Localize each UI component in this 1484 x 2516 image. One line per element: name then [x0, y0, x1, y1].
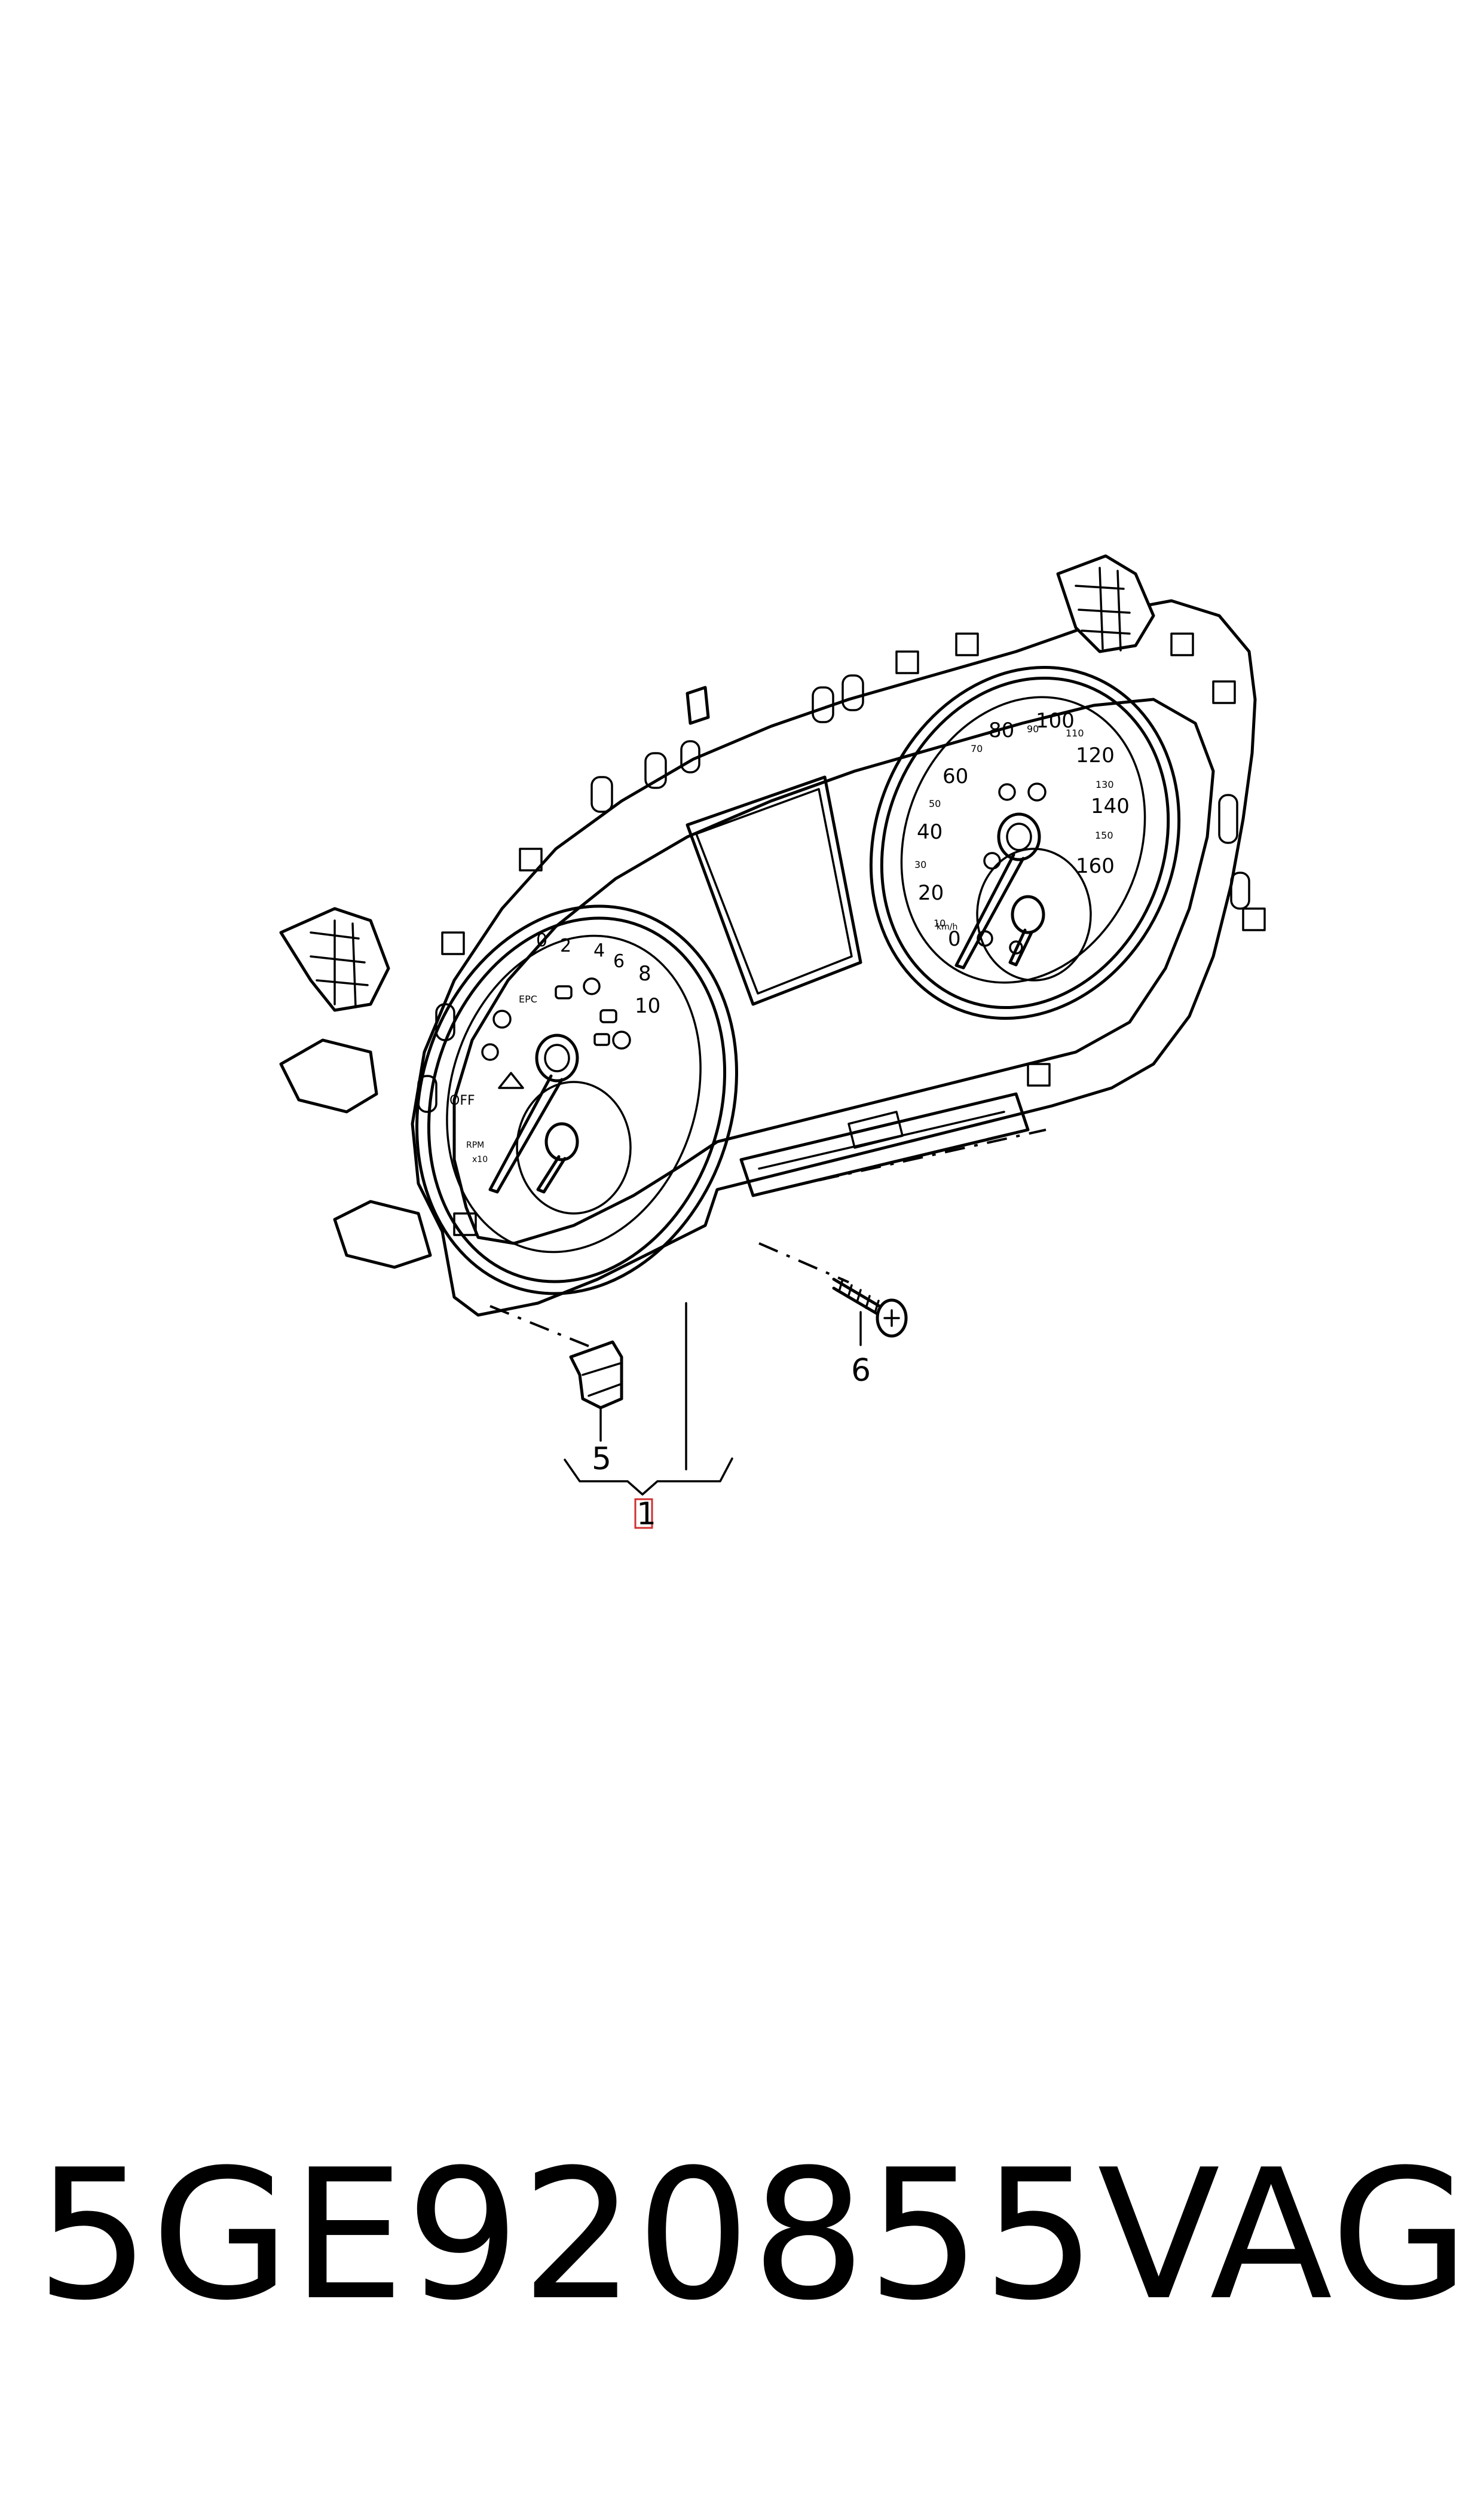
speedo-scale-100: 100 — [1036, 709, 1075, 733]
speedo-scale-40: 40 — [917, 820, 943, 844]
callout-6[interactable]: 6 — [851, 1353, 871, 1389]
part-number: 5GE920855 — [36, 2131, 1098, 2340]
part-5-clip — [569, 1340, 623, 1442]
speedometer-needle — [954, 853, 1025, 970]
locating-pin — [686, 686, 710, 725]
center-display — [686, 775, 1030, 1197]
speedometer-dial: 0 20 40 60 80 100 120 140 160 10 30 50 7… — [869, 666, 1181, 1020]
tacho-label-epc: EPC — [519, 993, 537, 1005]
tachometer-needle — [488, 1074, 564, 1194]
tachometer-dial: 0 2 4 6 8 10 EPC OFF RPM x10 — [415, 904, 738, 1295]
speedo-scale-20: 20 — [918, 881, 944, 905]
left-clip-bracket — [279, 907, 432, 1269]
warning-lamp-icons — [481, 977, 631, 1089]
brand-label: VAG — [1097, 2131, 1471, 2340]
assembly-line-top — [776, 1129, 1047, 1191]
speedo-minor-50: 50 — [929, 798, 941, 809]
speedo-minor-90: 90 — [1027, 723, 1039, 735]
tacho-label-x10: x10 — [472, 1155, 488, 1164]
caption-bar: 5GE920855 VAG — [36, 2128, 1470, 2343]
callout-1[interactable]: 1 — [637, 1496, 656, 1532]
tacho-scale-10: 10 — [635, 994, 660, 1018]
callout-5[interactable]: 5 — [592, 1441, 611, 1477]
tacho-scale-4: 4 — [593, 940, 605, 961]
speedo-scale-80: 80 — [989, 719, 1014, 742]
callout-bracket-1 — [564, 1302, 733, 1496]
speedo-scale-60: 60 — [943, 765, 968, 788]
speedo-scale-0: 0 — [948, 927, 961, 951]
speedo-lamp-icons — [977, 782, 1047, 955]
speedo-minor-110: 110 — [1066, 727, 1084, 739]
speedo-minor-10: 10 — [934, 918, 946, 929]
speedo-minor-30: 30 — [914, 859, 926, 870]
tacho-scale-6: 6 — [613, 951, 625, 972]
assembly-line-6 — [758, 1242, 849, 1283]
cluster-housing — [279, 554, 1266, 1317]
tacho-label-rpm: RPM — [466, 1141, 484, 1150]
speedo-unit: km/h — [937, 922, 957, 932]
assembly-line-5 — [489, 1305, 601, 1352]
callout-1-highlight — [634, 1498, 653, 1529]
part-6-screw — [832, 1277, 908, 1346]
speedo-minor-130: 130 — [1096, 779, 1114, 790]
tacho-scale-0: 0 — [536, 930, 547, 951]
tacho-scale-2: 2 — [560, 936, 571, 956]
speedo-minor-70: 70 — [971, 743, 983, 754]
tacho-label-off: OFF — [449, 1093, 475, 1108]
speedo-scale-140: 140 — [1091, 794, 1130, 818]
speedo-minor-150: 150 — [1095, 830, 1113, 841]
tacho-scale-8: 8 — [638, 962, 651, 986]
speedo-scale-120: 120 — [1076, 744, 1115, 768]
right-clip-bracket — [1056, 554, 1155, 653]
speedo-scale-160: 160 — [1076, 854, 1115, 878]
